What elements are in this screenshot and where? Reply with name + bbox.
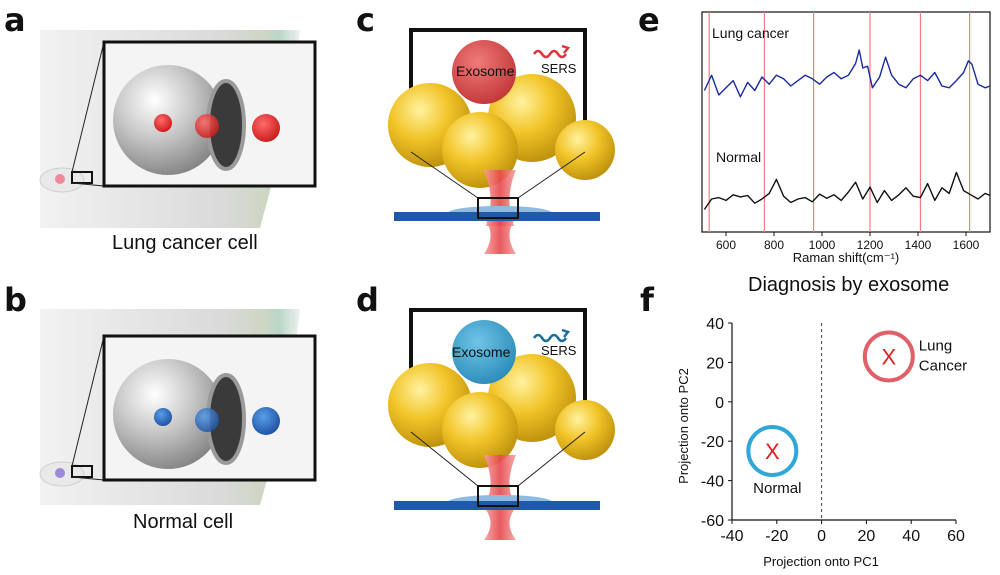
- caption-normal-cell: Normal cell: [133, 511, 234, 533]
- substrate: [394, 212, 600, 221]
- sers-label-c: SERS: [541, 61, 577, 76]
- laser-beam: [484, 455, 516, 502]
- released-exosome-blue: [252, 407, 280, 435]
- panel-letter-a: a: [4, 1, 26, 39]
- sers-normal-illustration: [388, 308, 615, 540]
- cancer-cell-illustration: [39, 30, 317, 228]
- panel-letter-d: d: [356, 281, 379, 319]
- small-cell-dot: [55, 468, 65, 478]
- exosome-normal: [452, 320, 516, 384]
- sers-wave-icon: [532, 333, 568, 343]
- sers-wave-icon: [532, 49, 568, 59]
- exosome-label-c: Exosome: [456, 63, 515, 79]
- caption-lung-cancer-cell: Lung cancer cell: [112, 232, 258, 254]
- panel-letter-c: c: [356, 1, 375, 39]
- exosome-cancer: [452, 40, 516, 104]
- sers-label-d: SERS: [541, 343, 577, 358]
- released-exosome-red: [252, 114, 280, 142]
- normal-cell-illustration: [39, 309, 317, 505]
- small-cell-dot: [55, 174, 65, 184]
- pca-title: Diagnosis by exosome: [748, 274, 950, 296]
- panel-letter-e: e: [638, 1, 660, 39]
- panel-letter-b: b: [4, 281, 27, 319]
- sers-cancer-illustration: [388, 28, 615, 254]
- panel-letter-f: f: [640, 281, 654, 319]
- exosome-label-d: Exosome: [452, 344, 511, 360]
